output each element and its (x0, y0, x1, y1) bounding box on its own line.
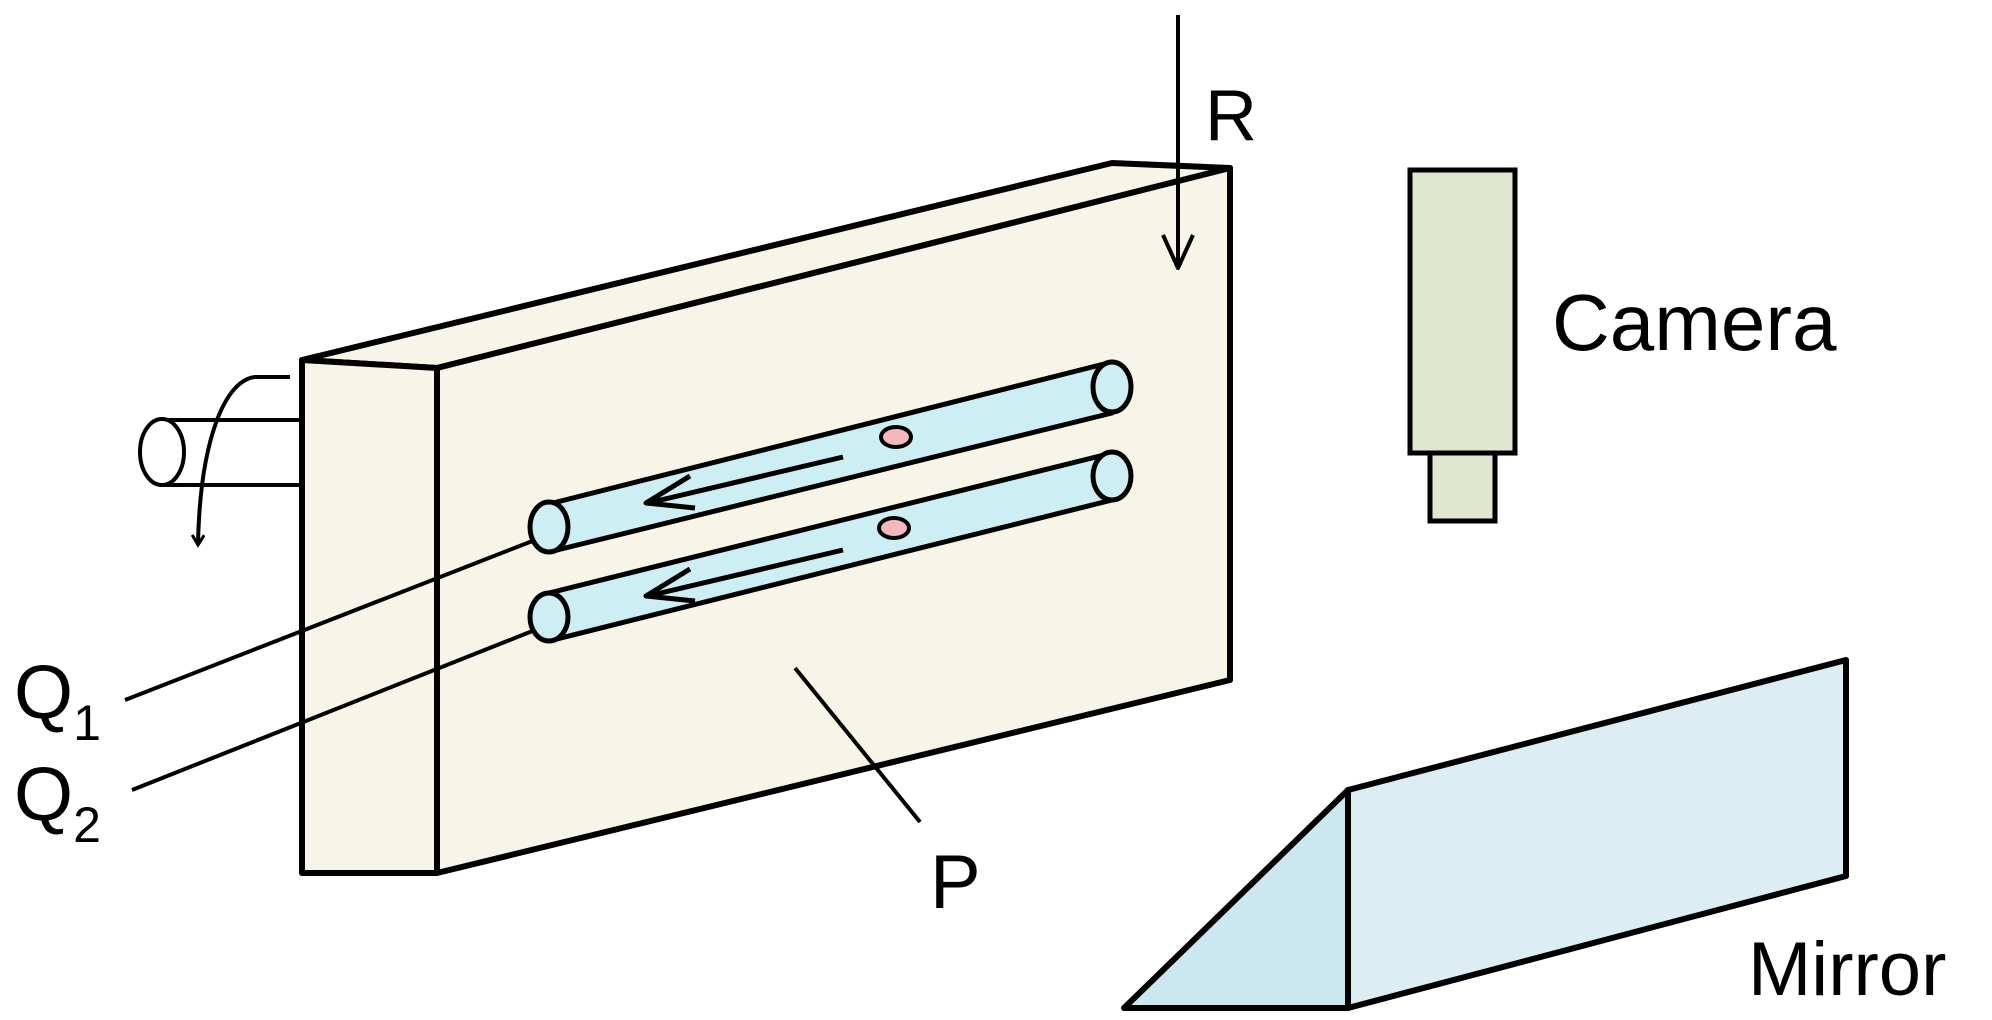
label-q2-subscript: 2 (73, 797, 101, 853)
label-r: R (1205, 76, 1257, 156)
label-q1-subscript: 1 (73, 695, 101, 751)
q2-leader-line (131, 628, 536, 792)
label-mirror: Mirror (1748, 927, 1946, 1012)
label-q2-letter: Q (14, 752, 73, 837)
label-camera: Camera (1552, 278, 1837, 367)
flow-arrow-q1 (647, 454, 844, 506)
plate-box (299, 160, 1233, 876)
rotation-axle (138, 375, 302, 545)
tube-q2 (527, 449, 1134, 644)
mirror-prism (1121, 657, 1849, 1011)
p-leader-line (793, 666, 922, 824)
rotation-arrow (198, 375, 290, 545)
r-arrow (1161, 15, 1195, 270)
camera (1407, 167, 1518, 524)
label-q1: Q1 (14, 650, 101, 751)
particle-q2 (877, 516, 911, 540)
label-q1-letter: Q (14, 650, 73, 735)
flow-arrow-q2 (647, 547, 844, 599)
label-p: P (930, 840, 981, 925)
mirror-end (1121, 787, 1351, 1011)
camera-lens (1427, 450, 1498, 524)
label-q2: Q2 (14, 752, 101, 853)
camera-body (1407, 167, 1518, 456)
tube-q1 (527, 359, 1134, 555)
q1-leader-line (124, 538, 536, 702)
plate-side-face (299, 357, 440, 876)
particle-q1 (879, 425, 913, 449)
